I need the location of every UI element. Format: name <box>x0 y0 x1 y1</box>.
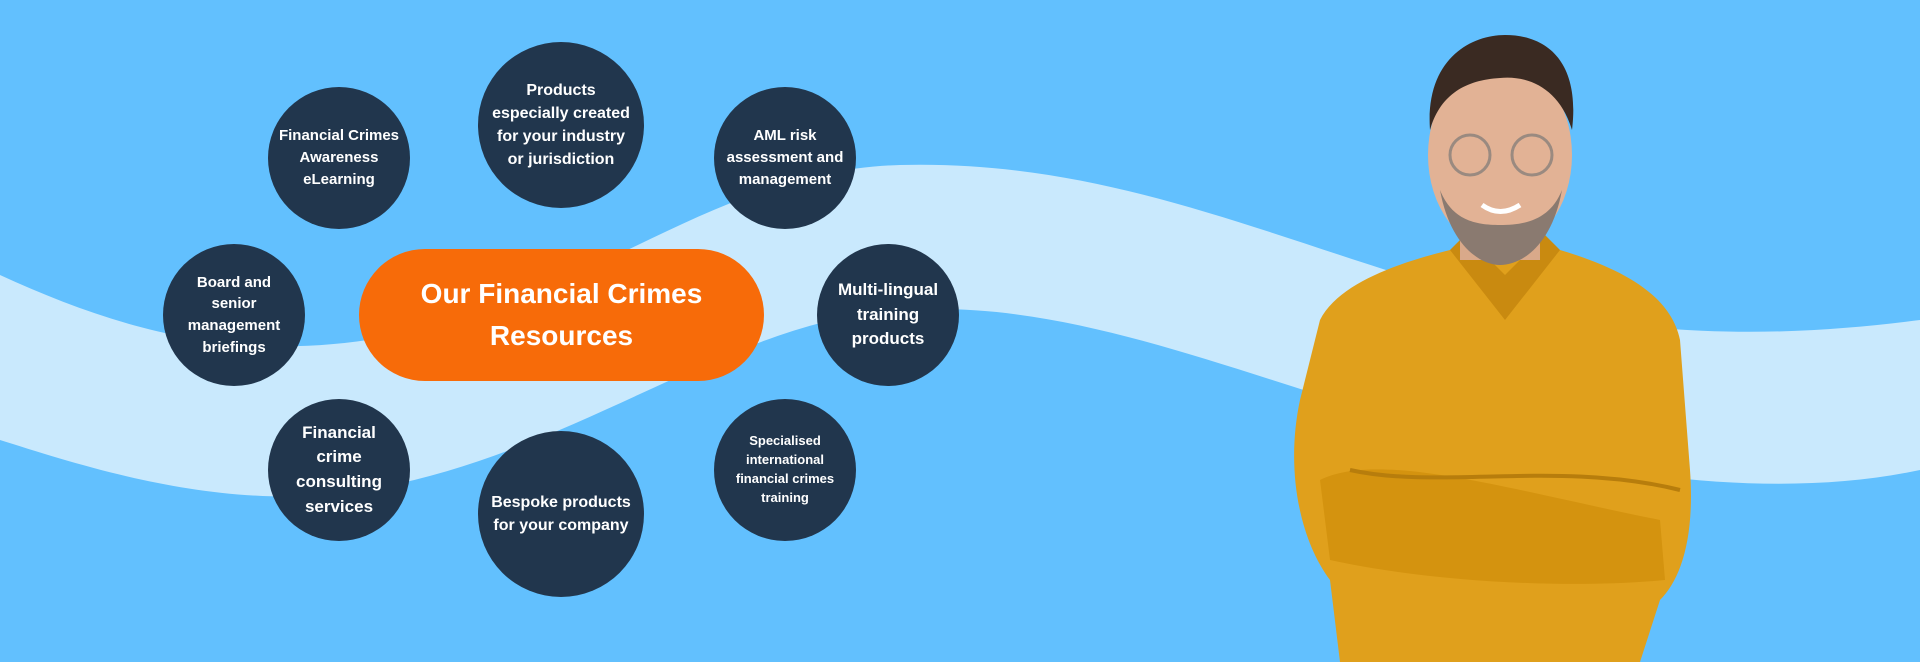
resource-label: Multi-lingual training products <box>837 280 939 349</box>
resource-label: Financial Crimes Awareness eLearning <box>278 127 400 188</box>
resource-label: Financial crime consulting services <box>296 422 382 516</box>
resource-consulting[interactable]: Financial crime consulting services <box>268 399 410 541</box>
resource-awareness-elearning[interactable]: Financial Crimes Awareness eLearning <box>268 87 410 229</box>
resource-aml-risk[interactable]: AML risk assessment and management <box>714 87 856 229</box>
center-title-text: Our Financial Crimes Resources <box>420 278 703 351</box>
resource-label: Products especially created for your ind… <box>492 81 630 169</box>
center-title: Our Financial Crimes Resources <box>359 249 764 381</box>
resource-multilingual[interactable]: Multi-lingual training products <box>817 244 959 386</box>
resource-specialised-training[interactable]: Specialised international financial crim… <box>714 399 856 541</box>
resource-label: AML risk assessment and management <box>726 127 844 188</box>
resource-label: Bespoke products for your company <box>491 493 631 534</box>
resource-label: Board and senior management briefings <box>187 273 281 356</box>
resource-bespoke[interactable]: Bespoke products for your company <box>478 431 644 597</box>
resource-industry-products[interactable]: Products especially created for your ind… <box>478 42 644 208</box>
resource-board-briefings[interactable]: Board and senior management briefings <box>163 244 305 386</box>
resource-label: Specialised international financial crim… <box>735 433 835 505</box>
person-photo <box>1294 35 1691 662</box>
